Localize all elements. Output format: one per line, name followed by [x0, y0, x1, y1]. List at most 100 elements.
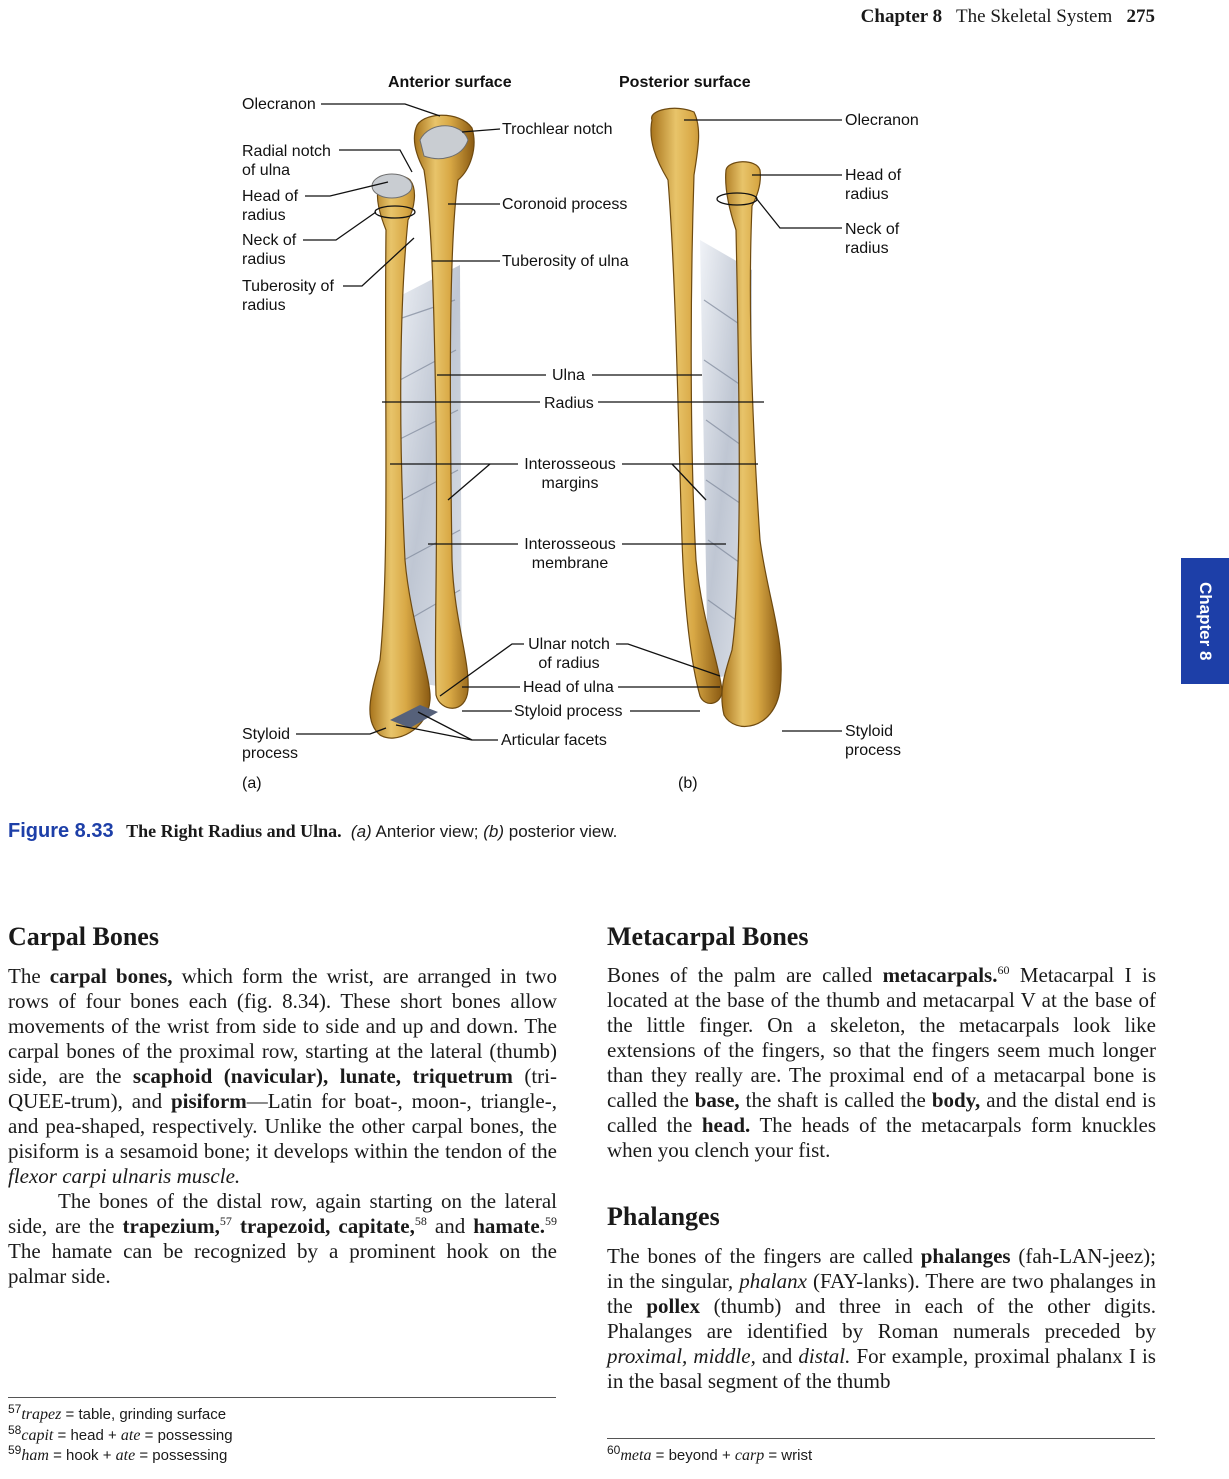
label-ulnar-notch: Ulnar notch of radius [524, 635, 614, 673]
carpal-paragraph-1: The carpal bones, which form the wrist, … [8, 964, 557, 1189]
footnote-term: capit [21, 1426, 54, 1444]
label-line: Ulnar notch [528, 636, 610, 653]
bold-term: pisiform [170, 1089, 247, 1113]
text-run: —Latin for boat-, moon-, triangle-, and … [8, 1089, 557, 1163]
label-line: Radial notch [242, 143, 331, 160]
label-head-of-radius-anterior: Head of radius [242, 187, 298, 225]
caption-a: (a) [350, 822, 372, 841]
posterior-surface-title: Posterior surface [619, 74, 751, 91]
footnote-term: carp [734, 1447, 765, 1464]
text-run: The bones of the fingers are called [607, 1244, 921, 1268]
footnote-definition: = head + [53, 1426, 121, 1444]
radius-ulna-illustration [296, 103, 842, 741]
figure-caption: Figure 8.33 The Right Radius and Ulna. (… [8, 820, 617, 843]
label-tuberosity-of-ulna: Tuberosity of ulna [502, 253, 629, 270]
footnote-ref: 58 [414, 1214, 427, 1228]
footnote-definition: = table, grinding surface [61, 1406, 227, 1423]
label-line: Interosseous [524, 536, 616, 553]
label-line: Tuberosity of [242, 278, 334, 295]
caption-b: (b) [483, 822, 504, 841]
caption-a-text: Anterior view; [375, 822, 479, 841]
bold-term: carpal bones, [49, 964, 173, 988]
text-run: Metacarpal I is located at the base of t… [607, 963, 1156, 1112]
footnote-number: 60 [607, 1443, 621, 1457]
metacarpal-paragraph-1: Bones of the palm are called metacarpals… [607, 963, 1156, 1163]
phalanges-paragraph-1: The bones of the fingers are called phal… [607, 1244, 1156, 1394]
italic-term: muscle. [176, 1164, 241, 1188]
label-line: Neck of [845, 221, 900, 238]
text-run: Bones of the palm are called [607, 963, 883, 987]
anterior-view [369, 114, 475, 739]
label-line: radius [242, 207, 286, 224]
footnote-term: ham [21, 1447, 49, 1464]
label-coronoid-process: Coronoid process [502, 196, 628, 213]
italic-term: phalanx [739, 1269, 807, 1293]
italic-term: proximal, middle, [607, 1344, 756, 1368]
label-radius: Radius [544, 395, 594, 412]
heading-phalanges: Phalanges [607, 1202, 720, 1231]
text-run: The hamate can be recognized by a promin… [8, 1239, 557, 1288]
footnote-definition: = possessing [135, 1447, 228, 1464]
footnote-definition: = possessing [140, 1426, 233, 1444]
heading-carpal-bones: Carpal Bones [8, 922, 159, 951]
text-run: and the distal end is called the [607, 1088, 1156, 1137]
label-trochlear-notch: Trochlear notch [502, 121, 613, 138]
leader-lines [296, 103, 842, 741]
footnote-ref: 57 [219, 1214, 232, 1228]
footnote-ref: 59 [545, 1214, 557, 1228]
carpal-paragraph-2: The bones of the distal row, again start… [8, 1189, 557, 1289]
label-interosseous-membrane: Interosseous membrane [522, 535, 618, 573]
bold-term: base, [694, 1088, 740, 1112]
footnotes-right: 60meta = beyond + carp = wrist [607, 1443, 812, 1467]
label-styloid-process-posterior: Styloid process [845, 722, 901, 760]
italic-term: distal. [798, 1344, 851, 1368]
label-line: radius [242, 297, 286, 314]
figure-subcaption: (a) Anterior view; (b) posterior view. [346, 822, 617, 841]
footnote: 57trapez = table, grinding surface [8, 1403, 233, 1426]
label-line: of radius [538, 655, 600, 672]
text-run: which form the wrist, are arranged in tw… [8, 964, 557, 1088]
page-number: 275 [1126, 6, 1156, 27]
text-run: (tri-QUEE-trum), and [8, 1064, 557, 1113]
footnote-term: ate [115, 1447, 136, 1464]
label-line: Interosseous [524, 456, 616, 473]
label-articular-facets: Articular facets [501, 732, 607, 749]
label-line: Styloid [845, 723, 894, 740]
bold-term: scaphoid (navicular), lunate, triquetrum [132, 1064, 513, 1088]
footnote-definition: = hook + [48, 1447, 116, 1464]
bold-term: metacarpals. [882, 963, 998, 987]
text-run: and [426, 1214, 474, 1238]
chapter-side-tab: Chapter 8 [1181, 558, 1229, 684]
label-styloid-process-center: Styloid process [514, 703, 623, 720]
text-run: (FAY-lanks). There are two phalanges in … [607, 1269, 1156, 1318]
label-line: process [845, 742, 902, 759]
text-run: and [755, 1344, 799, 1368]
heading-metacarpal-bones: Metacarpal Bones [607, 922, 809, 951]
footnote-ref: 60 [997, 963, 1010, 977]
text-run: The heads of the metacarpals form knuckl… [607, 1113, 1156, 1162]
footnote: 58capit = head + ate = possessing [8, 1424, 233, 1447]
figure-title: The Right Radius and Ulna. [126, 821, 342, 841]
anterior-surface-title: Anterior surface [388, 74, 512, 91]
label-neck-of-radius-posterior: Neck of radius [845, 220, 899, 258]
footnote: 59ham = hook + ate = possessing [8, 1444, 233, 1467]
footnote: 60meta = beyond + carp = wrist [607, 1443, 812, 1467]
text-run: the shaft is called the [739, 1088, 932, 1112]
text-run [232, 1214, 240, 1238]
label-ulna: Ulna [552, 367, 585, 384]
running-header: Chapter 8 The Skeletal System 275 [861, 6, 1155, 28]
bold-term: head. [701, 1113, 751, 1137]
carpal-body: The carpal bones, which form the wrist, … [8, 964, 557, 1289]
text-run: For example, proximal phalanx I is in th… [607, 1344, 1156, 1393]
footnote-term: meta [620, 1447, 652, 1464]
header-title: The Skeletal System [956, 6, 1113, 27]
label-interosseous-margins: Interosseous margins [522, 455, 618, 493]
footnote-rule-right [607, 1438, 1155, 1439]
label-neck-of-radius-anterior: Neck of radius [242, 231, 296, 269]
text-run: (fah-LAN-jeez); in the singular, [607, 1244, 1157, 1293]
panel-b-label: (b) [678, 775, 698, 792]
text-run: (thumb) and three in each of the other d… [607, 1294, 1156, 1343]
phalanges-body: The bones of the fingers are called phal… [607, 1244, 1156, 1394]
label-olecranon-anterior: Olecranon [242, 96, 316, 113]
